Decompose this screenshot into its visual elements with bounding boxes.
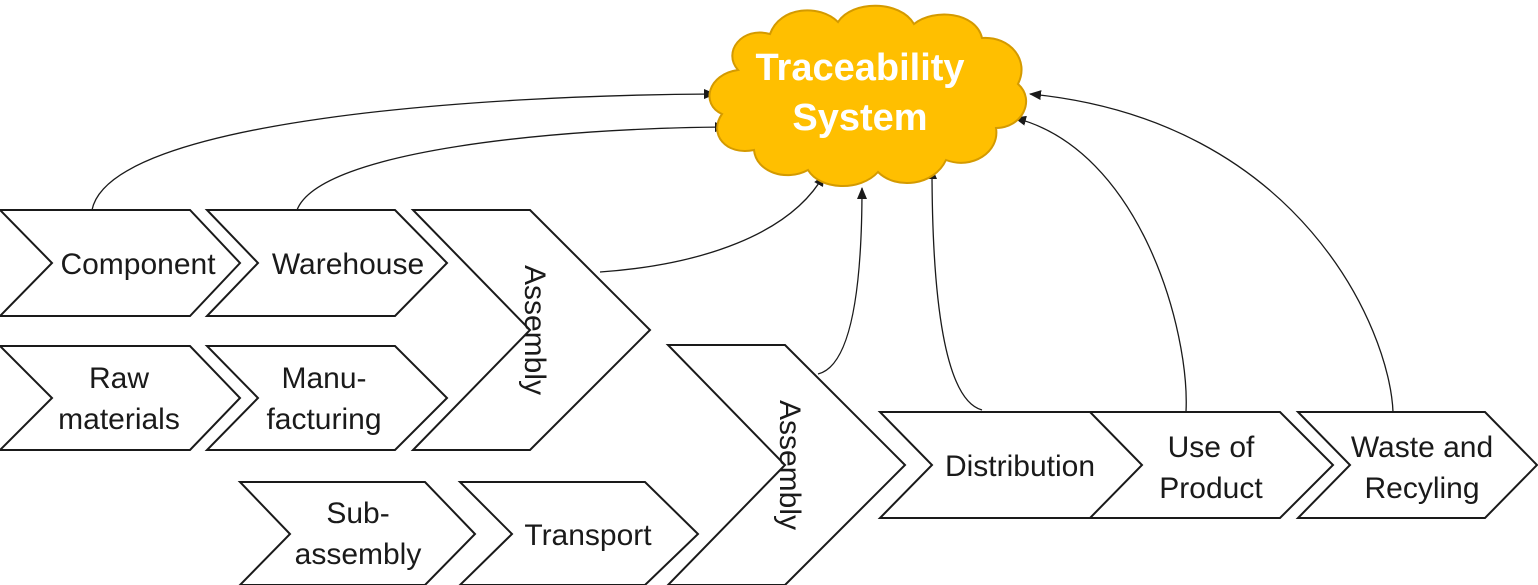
arrow-use-to-system xyxy=(1014,115,1187,413)
label-component: Component xyxy=(60,248,216,281)
label-use-of-product-line2: Product xyxy=(1159,472,1263,505)
traceability-cloud: Traceability System xyxy=(708,4,1028,187)
label-assembly-2: Assembly xyxy=(773,400,806,530)
arrow-distribution-to-system xyxy=(927,167,983,411)
label-transport: Transport xyxy=(524,519,652,552)
label-subassembly-line2: assembly xyxy=(295,538,422,571)
label-manufacturing-line1: Manu- xyxy=(281,362,366,395)
arrow-assembly1-to-system xyxy=(599,174,825,273)
arrow-waste-to-system xyxy=(1029,90,1394,413)
label-waste-line1: Waste and xyxy=(1351,431,1493,464)
label-raw-materials-line1: Raw xyxy=(89,362,149,395)
chevron-warehouse xyxy=(204,209,449,317)
label-manufacturing-line2: facturing xyxy=(266,403,381,436)
chevron-transport xyxy=(457,481,700,585)
arrow-component-to-system xyxy=(91,89,716,211)
label-warehouse: Warehouse xyxy=(272,248,424,281)
arrow-assembly2-to-system xyxy=(817,187,867,375)
chevron-component xyxy=(0,209,242,317)
label-raw-materials-line2: materials xyxy=(58,403,180,436)
cloud-title-line1: Traceability xyxy=(755,47,964,89)
cloud-title-line2: System xyxy=(792,97,927,139)
label-distribution: Distribution xyxy=(945,450,1095,483)
label-waste-line2: Recyling xyxy=(1364,472,1479,505)
label-subassembly-line1: Sub- xyxy=(326,497,389,530)
label-assembly-1: Assembly xyxy=(518,265,551,395)
connector-arrows xyxy=(91,89,1394,413)
cloud-shape xyxy=(708,4,1028,187)
chevron-assembly-2 xyxy=(665,344,907,585)
chevron-subassembly xyxy=(237,481,477,585)
chevron-use-of-product xyxy=(1087,411,1335,519)
chevron-assembly-1 xyxy=(410,209,652,451)
chevron-manufacturing xyxy=(204,345,449,451)
chevron-waste-recycling xyxy=(1295,411,1538,519)
label-use-of-product-line1: Use of xyxy=(1168,431,1255,464)
arrow-warehouse-to-system xyxy=(296,122,727,211)
chevron-raw-materials xyxy=(0,345,242,451)
